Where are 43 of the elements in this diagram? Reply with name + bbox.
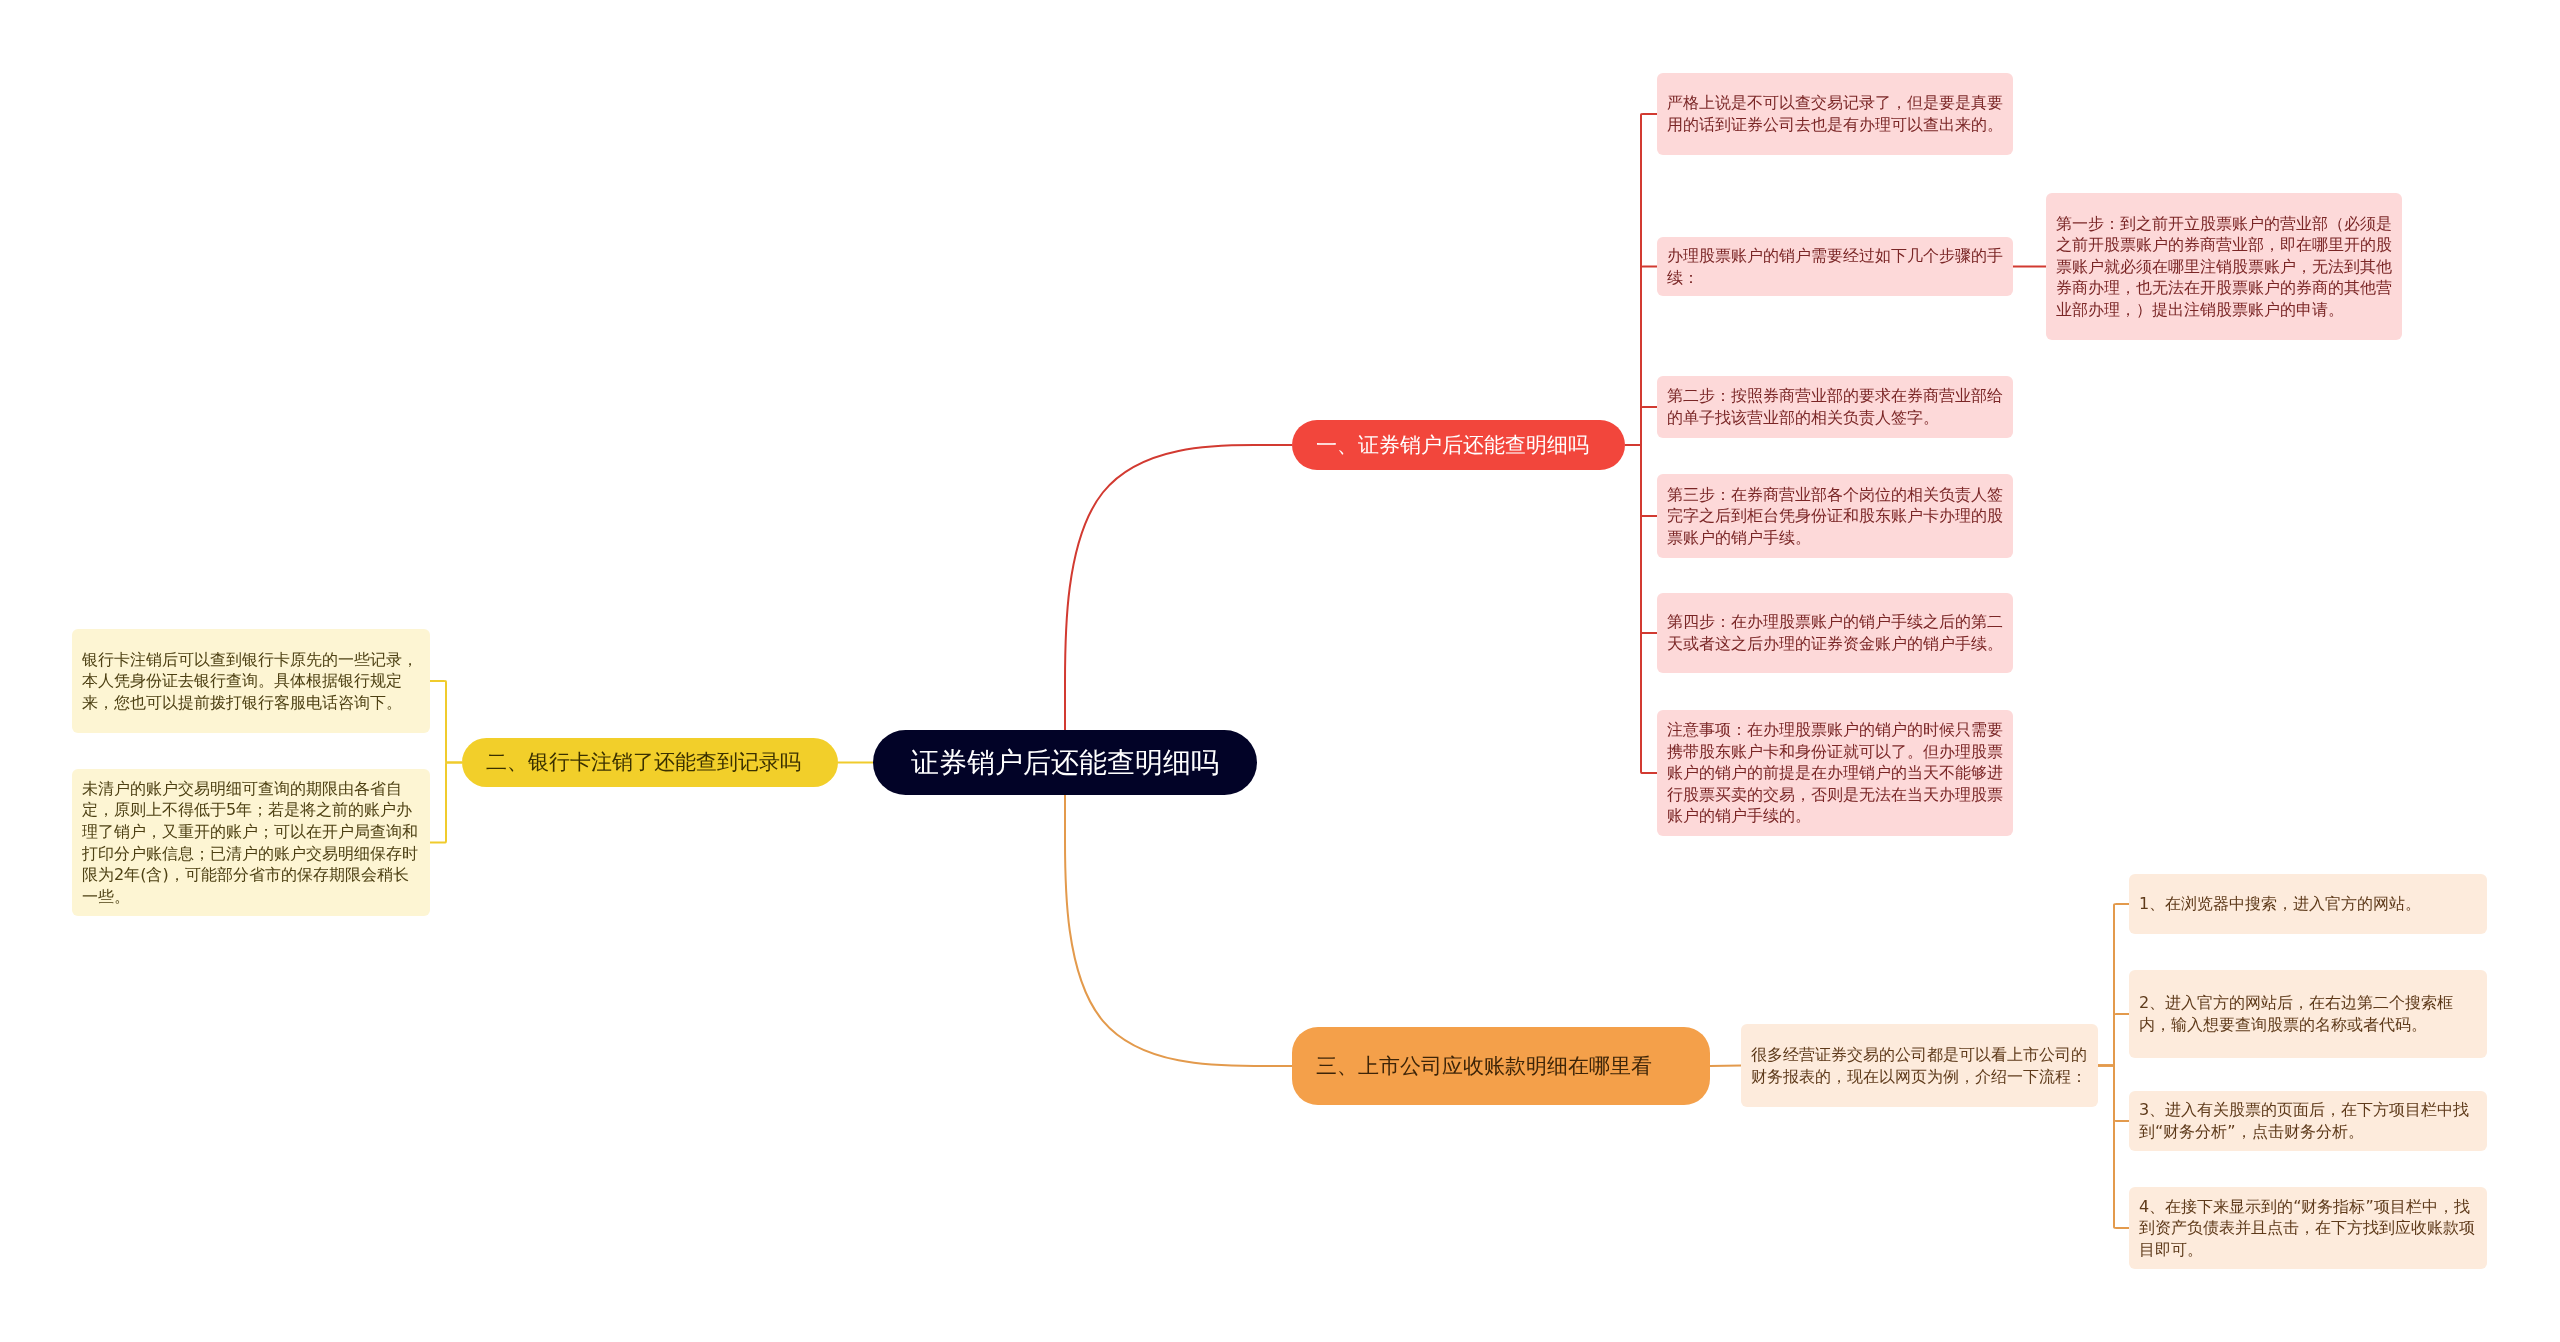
- note-card: [2046, 193, 2402, 340]
- note-text: 第二步：按照券商营业部的要求在券商营业部给的单子找该营业部的相关负责人签字。: [1667, 385, 2003, 429]
- note-text: 第一步：到之前开立股票账户的营业部（必须是之前开股票账户的券商营业部，即在哪里开的股票账户就必须在哪里注销股票账户，无法到其他券商办理，也无法在开股票账户的券商的其他营业部办理，）提出注销股票账户的申请。: [2056, 212, 2392, 321]
- branch-topic: [1292, 420, 1625, 470]
- note-card: [1657, 376, 2013, 438]
- connector-line: [1064, 794, 1293, 1067]
- note-card: [2129, 1187, 2487, 1269]
- topic-text: 三、上市公司应收账款明细在哪里看: [1316, 1052, 1652, 1080]
- connector-line: [2097, 1064, 2130, 1229]
- note-text: 第四步：在办理股票账户的销户手续之后的第二天或者这之后办理的证券资金账户的销户手续。: [1667, 611, 2003, 655]
- connector-line: [1064, 444, 1293, 731]
- note-card: [1657, 593, 2013, 673]
- note-card: [72, 629, 430, 733]
- note-text: 3、进入有关股票的页面后，在下方项目栏中找到“财务分析”，点击财务分析。: [2139, 1099, 2471, 1143]
- note-text: 严格上说是不可以查交易记录了，但是要是真要用的话到证券公司去也是有办理可以查出来的。: [1667, 92, 2003, 136]
- note-card: [1657, 474, 2013, 558]
- connector-line: [429, 761, 463, 844]
- note-card: [2129, 970, 2487, 1058]
- connector-line: [837, 761, 874, 764]
- note-card: [1657, 237, 2013, 297]
- branch-topic: [462, 738, 838, 787]
- connector-line: [1624, 444, 1658, 774]
- connector-line: [2012, 265, 2047, 268]
- note-text: 1、在浏览器中搜索，进入官方的网站。: [2139, 893, 2422, 915]
- topic-text: 证券销户后还能查明细吗: [911, 744, 1219, 781]
- note-text: 办理股票账户的销户需要经过如下几个步骤的手续：: [1667, 245, 2003, 289]
- branch-topic: [1292, 1027, 1710, 1105]
- note-text: 第三步：在券商营业部各个岗位的相关负责人签完字之后到柜台凭身份证和股东账户卡办理的股票账户的销户手续。: [1667, 483, 2003, 549]
- note-card: [1657, 73, 2013, 155]
- note-text: 很多经营证券交易的公司都是可以看上市公司的财务报表的，现在以网页为例，介绍一下流程：: [1751, 1043, 2088, 1088]
- note-text: 注意事项：在办理股票账户的销户的时候只需要携带股东账户卡和身份证就可以了。但办理股票账户的销户的前提是在办理销户的当天不能够进行股票买卖的交易，否则是无法在当天办理股票账户的销户手续的。: [1667, 719, 2003, 827]
- note-card: [1741, 1024, 2098, 1107]
- topic-text: 一、证券销户后还能查明细吗: [1316, 431, 1589, 459]
- note-card: [2129, 1091, 2487, 1151]
- note-text: 4、在接下来显示到的“财务指标”项目栏中，找到资产负债表并且点击，在下方找到应收账款项目即可。: [2139, 1195, 2476, 1261]
- note-text: 未清户的账户交易明细可查询的期限由各省自定，原则上不得低于5年；若是将之前的账户办理了销户，又重开的账户；可以在开户局查询和打印分户账信息；已清户的账户交易明细保存时限为2年(含)，可能部分省市的保存期限会稍长一些。: [82, 777, 419, 908]
- topic-text: 二、银行卡注销了还能查到记录吗: [486, 749, 801, 777]
- connector-line: [1709, 1064, 1742, 1067]
- note-text: 2、进入官方的网站后，在右边第二个搜索框内，输入想要查询股票的名称或者代码。: [2139, 992, 2455, 1036]
- note-text: 银行卡注销后可以查到银行卡原先的一些记录，本人凭身份证去银行查询。具体根据银行规定来，您也可以提前拨打银行客服电话咨询下。: [82, 648, 419, 714]
- note-card: [1657, 710, 2013, 836]
- note-card: [72, 769, 430, 916]
- note-card: [2129, 874, 2487, 934]
